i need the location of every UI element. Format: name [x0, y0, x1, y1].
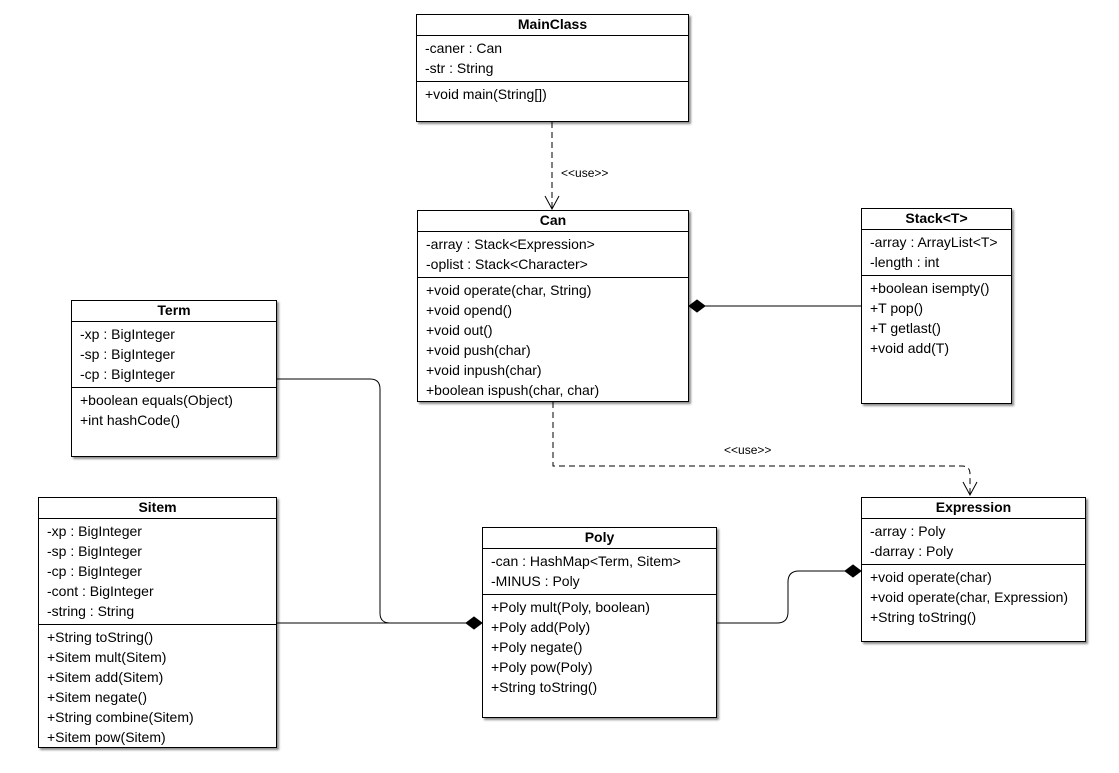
method: +String combine(Sitem) — [47, 709, 194, 725]
class-can[interactable]: Can -array : Stack<Expression> -oplist :… — [417, 210, 689, 402]
use-label-main-can: <<use>> — [561, 166, 609, 180]
attribute: -MINUS : Poly — [491, 573, 580, 589]
method: +Poly pow(Poly) — [491, 659, 593, 675]
composition-expression-poly — [717, 564, 862, 624]
attributes-section: -array : ArrayList<T> -length : int — [862, 230, 1011, 276]
dependency-main-to-can — [544, 122, 560, 211]
attribute: -xp : BigInteger — [47, 523, 142, 539]
methods-section: +void main(String[]) — [417, 82, 688, 107]
class-term[interactable]: Term -xp : BigInteger -sp : BigInteger -… — [71, 300, 277, 457]
method: +void operate(char) — [870, 569, 992, 585]
attributes-section: -array : Poly -darray : Poly — [862, 519, 1085, 565]
attribute: -array : ArrayList<T> — [870, 234, 998, 250]
class-name: Term — [72, 301, 276, 322]
class-expression[interactable]: Expression -array : Poly -darray : Poly … — [861, 497, 1086, 642]
use-label-can-expression: <<use>> — [724, 443, 772, 457]
methods-section: +Poly mult(Poly, boolean) +Poly add(Poly… — [483, 595, 716, 700]
class-name: Can — [418, 211, 688, 232]
method: +Sitem pow(Sitem) — [47, 729, 166, 745]
attribute: -string : String — [47, 603, 135, 619]
attribute: -sp : BigInteger — [80, 346, 175, 362]
class-name: MainClass — [417, 15, 688, 36]
methods-section: +String toString() +Sitem mult(Sitem) +S… — [39, 625, 276, 750]
method: +void inpush(char) — [426, 362, 542, 378]
method: +Sitem mult(Sitem) — [47, 649, 167, 665]
attributes-section: -array : Stack<Expression> -oplist : Sta… — [418, 232, 688, 278]
composition-poly-sitem — [277, 616, 483, 630]
attribute: -cp : BigInteger — [47, 563, 142, 579]
method: +boolean equals(Object) — [80, 392, 233, 408]
method: +void add(T) — [870, 340, 949, 356]
class-name: Expression — [862, 498, 1085, 519]
dependency-can-to-expression — [552, 402, 978, 497]
methods-section: +void operate(char, String) +void opend(… — [418, 278, 688, 403]
method: +int hashCode() — [80, 412, 181, 428]
attributes-section: -caner : Can -str : String — [417, 36, 688, 82]
method: +String toString() — [47, 629, 154, 645]
composition-poly-term — [277, 378, 466, 624]
method: +boolean ispush(char, char) — [426, 382, 600, 398]
method: +void main(String[]) — [425, 86, 547, 102]
attributes-section: -xp : BigInteger -sp : BigInteger -cp : … — [72, 322, 276, 388]
method: +T pop() — [870, 300, 924, 316]
attribute: -oplist : Stack<Character> — [426, 256, 588, 272]
methods-section: +void operate(char) +void operate(char, … — [862, 565, 1085, 630]
method: +void operate(char, String) — [426, 282, 592, 298]
method: +T getlast() — [870, 320, 941, 336]
attribute: -caner : Can — [425, 40, 503, 56]
attribute: -cont : BigInteger — [47, 583, 154, 599]
attribute: -xp : BigInteger — [80, 326, 175, 342]
method: +boolean isempty() — [870, 280, 990, 296]
class-name: Poly — [483, 528, 716, 549]
method: +Sitem add(Sitem) — [47, 669, 164, 685]
attributes-section: -xp : BigInteger -sp : BigInteger -cp : … — [39, 519, 276, 625]
attribute: -str : String — [425, 60, 494, 76]
class-poly[interactable]: Poly -can : HashMap<Term, Sitem> -MINUS … — [482, 527, 717, 718]
attribute: -darray : Poly — [870, 543, 954, 559]
method: +void opend() — [426, 302, 513, 318]
attribute: -cp : BigInteger — [80, 366, 175, 382]
attribute: -length : int — [870, 254, 940, 270]
methods-section: +boolean isempty() +T pop() +T getlast()… — [862, 276, 1011, 361]
method: +Poly negate() — [491, 639, 583, 655]
attribute: -array : Poly — [870, 523, 946, 539]
attribute: -sp : BigInteger — [47, 543, 142, 559]
class-name: Stack<T> — [862, 209, 1011, 230]
attributes-section: -can : HashMap<Term, Sitem> -MINUS : Pol… — [483, 549, 716, 595]
composition-can-stack — [688, 299, 861, 313]
method: +void out() — [426, 322, 493, 338]
attribute: -array : Stack<Expression> — [426, 236, 595, 252]
method: +String toString() — [491, 679, 598, 695]
methods-section: +boolean equals(Object) +int hashCode() — [72, 388, 276, 433]
method: +void push(char) — [426, 342, 531, 358]
class-mainclass[interactable]: MainClass -caner : Can -str : String +vo… — [416, 14, 689, 122]
method: +Poly mult(Poly, boolean) — [491, 599, 650, 615]
method: +Sitem negate() — [47, 689, 147, 705]
class-stack[interactable]: Stack<T> -array : ArrayList<T> -length :… — [861, 208, 1012, 404]
class-sitem[interactable]: Sitem -xp : BigInteger -sp : BigInteger … — [38, 497, 277, 748]
method: +void operate(char, Expression) — [870, 589, 1069, 605]
class-name: Sitem — [39, 498, 276, 519]
attribute: -can : HashMap<Term, Sitem> — [491, 553, 681, 569]
method: +Poly add(Poly) — [491, 619, 591, 635]
method: +String toString() — [870, 609, 977, 625]
